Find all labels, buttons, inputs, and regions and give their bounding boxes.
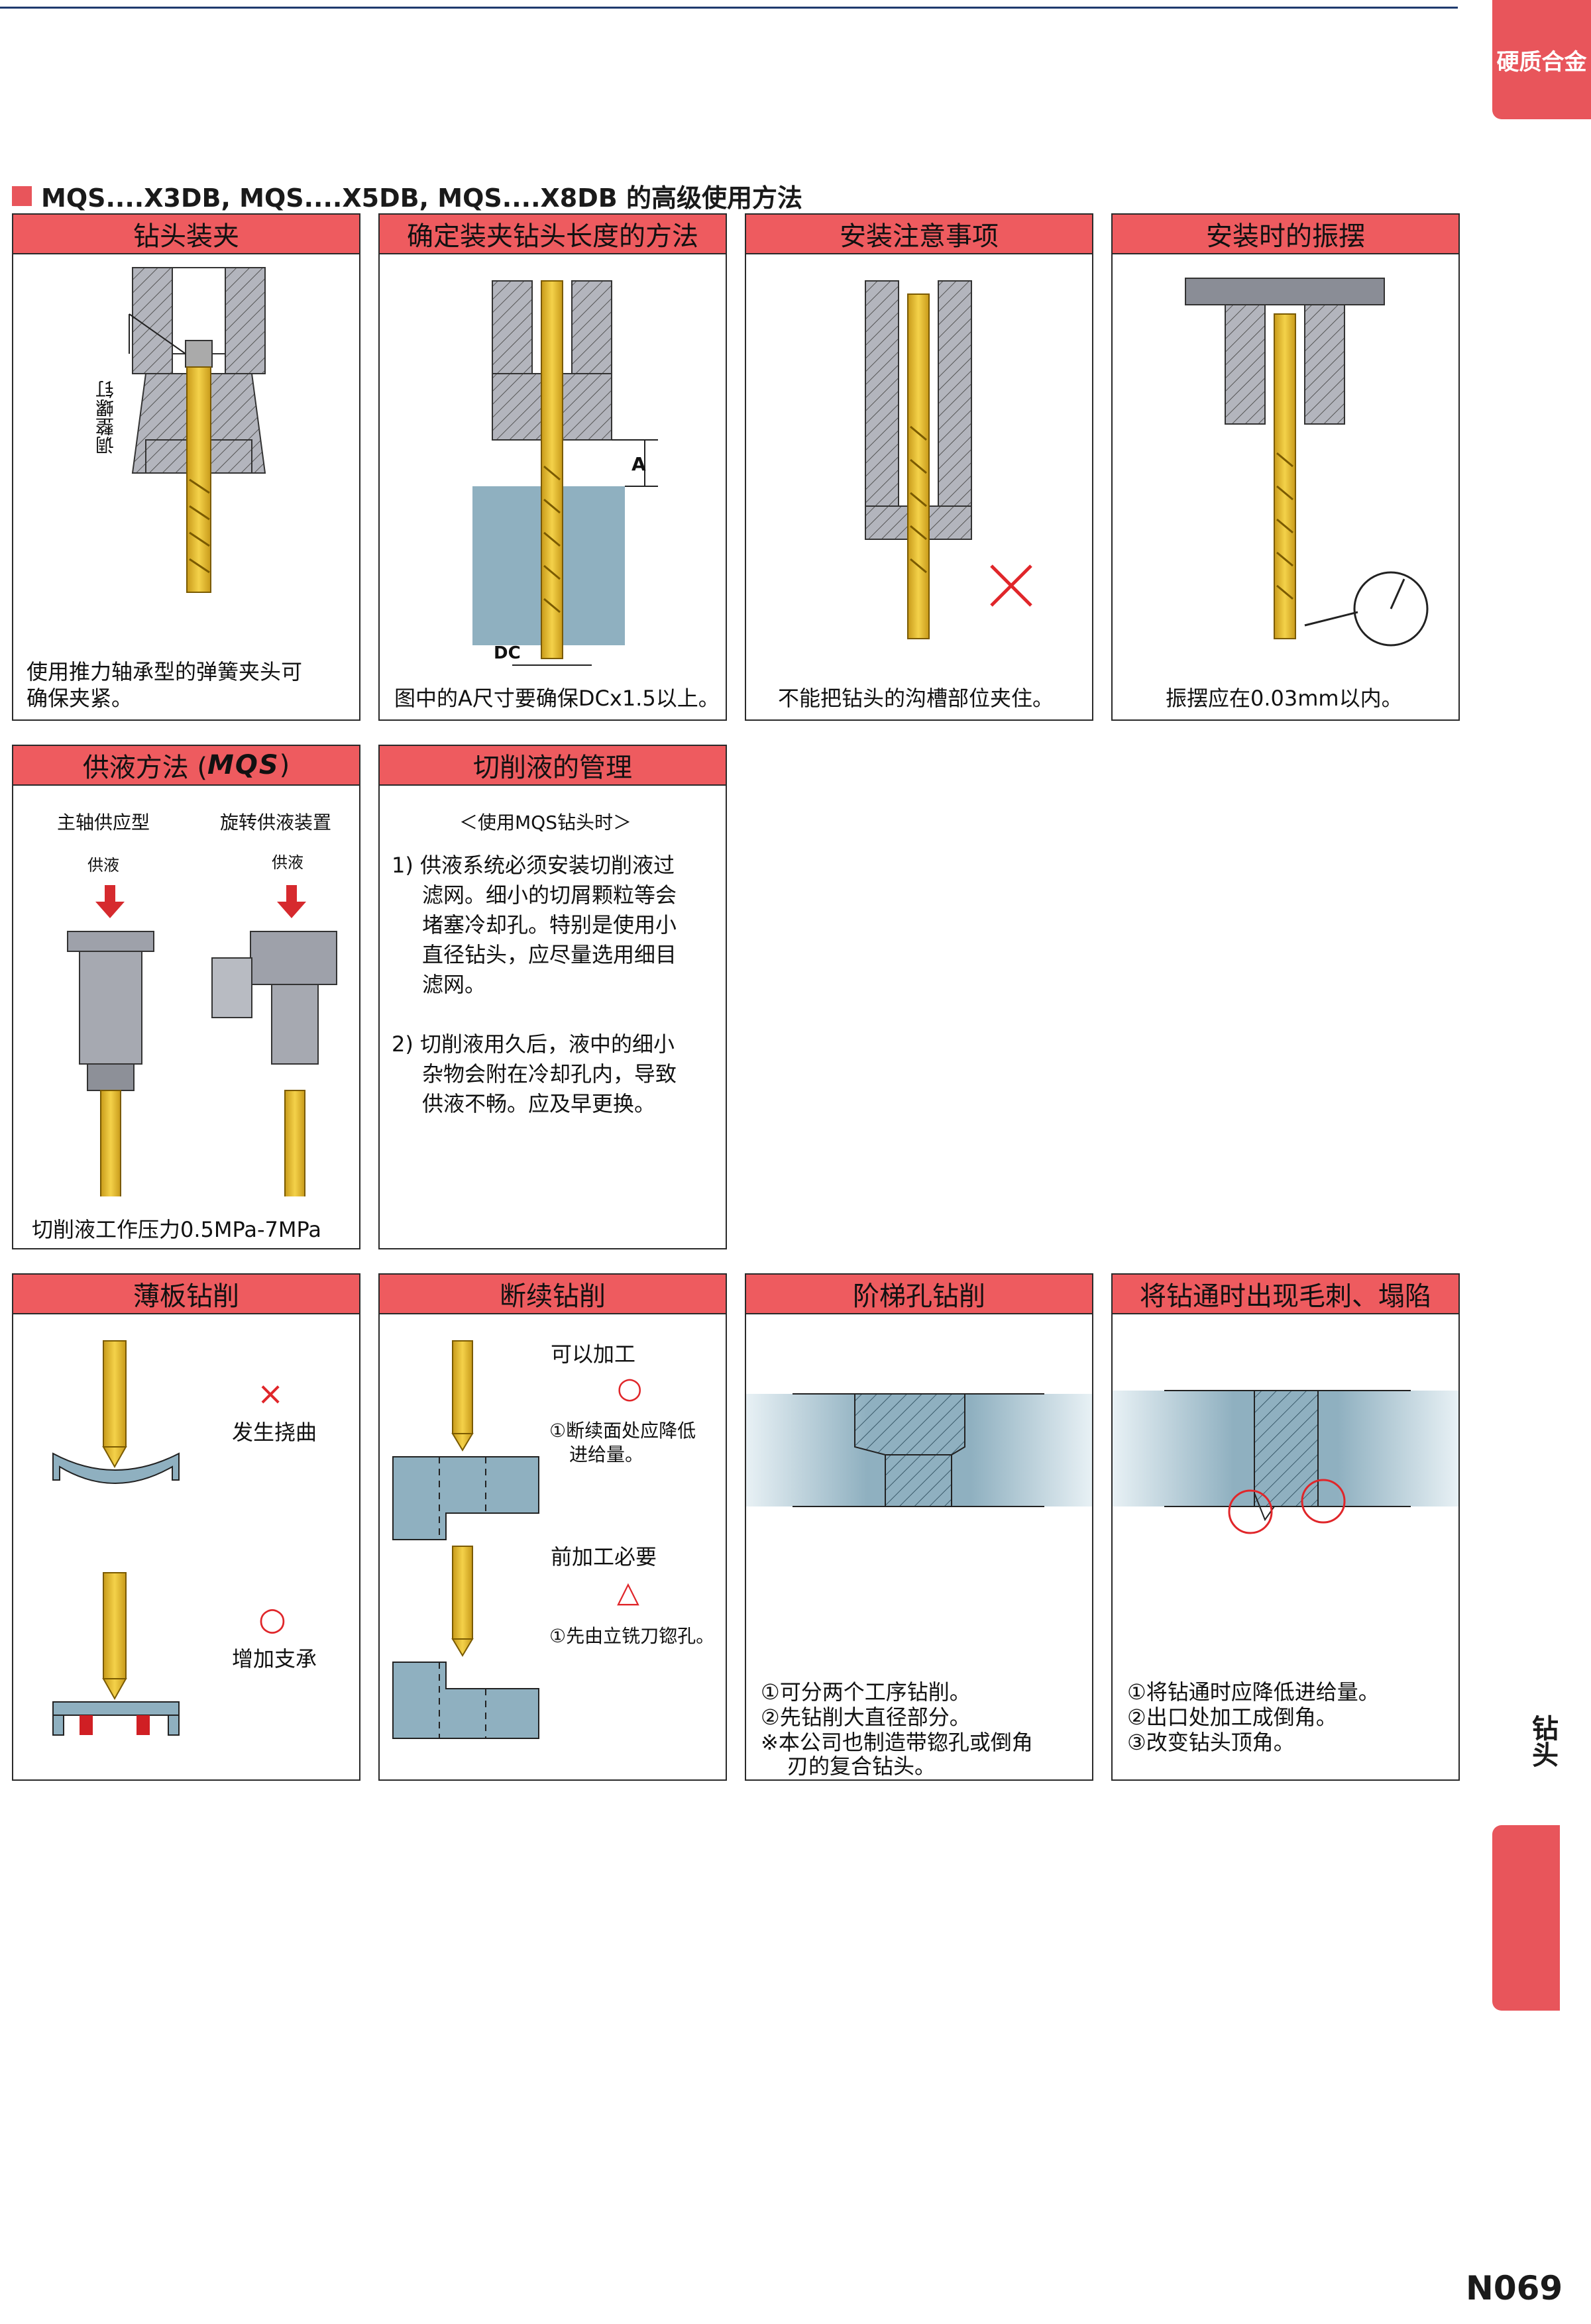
note-2: ②出口处加工成倒角。 [1127,1705,1337,1730]
runout-diagram [1185,278,1429,647]
step-hole-diagram [746,1393,1092,1507]
panel-title: 安装注意事项 [746,215,1092,254]
panel-title: 将钻通时出现毛刺、塌陷 [1113,1275,1458,1314]
panel-clamp-length: 确定装夹钻头长度的方法 A DC 图中的A尺寸要确保DCx1.5以上。 [378,213,727,721]
caption-line-2: 确保夹紧。 [27,686,133,711]
section-title-text: MQS....X3DB, MQS....X5DB, MQS....X8DB 的高… [41,184,802,213]
supply-label-left: 供液 [87,856,119,874]
supply-arrow-right-icon [277,885,306,918]
section-title: MQS....X3DB, MQS....X5DB, MQS....X8DB 的高… [12,178,802,214]
item2-line-2: 杂物会附在冷却孔内，导致 [422,1061,677,1086]
subtitle: ＜使用MQS钻头时＞ [459,812,631,833]
panel-drill-clamping: 钻头装夹 调整螺钉 使用推力轴承型的弹簧夹头可 确保夹紧。 [12,213,360,721]
section-tab[interactable] [1492,1825,1560,2011]
panel-install-notes: 安装注意事项 不能把钻头的沟槽部位夹住。 [745,213,1093,721]
ok-note-2: 进给量。 [569,1444,644,1465]
panel-title: 确定装夹钻头长度的方法 [380,215,726,254]
thin-plate-diagram [52,1340,180,1736]
pre-note: ①先由立铣刀锪孔。 [549,1625,715,1647]
panel-interrupted: 断续钻削 可以加工 ○ ①断续面处应降低 进给量。 前加工必要 △ ①先由立铣刀… [378,1273,727,1781]
panel-title: 切削液的管理 [380,746,726,786]
item1-line-1: 1) 供液系统必须安装切削液过 [392,853,675,878]
section-tab-label: 钻头 [1527,1715,1558,1768]
mqs-logo: MQS [207,750,280,780]
title-square-icon [12,185,32,206]
top-rule [0,7,1458,9]
panel-runout: 安装时的振摆 振摆应在0.03mm以内。 [1111,213,1460,721]
note-1: ①将钻通时应降低进给量。 [1127,1679,1380,1705]
caption: 切削液工作压力0.5MPa-7MPa [32,1217,321,1242]
note-3: ③改变钻头顶角。 [1127,1730,1295,1755]
panel-title: 钻头装夹 [13,215,359,254]
panel-title: 断续钻削 [380,1275,726,1314]
note-support: 增加支承 [232,1646,317,1671]
install-warning-diagram [865,280,1032,639]
collet-chuck-diagram [129,267,266,593]
item1-line-4: 直径钻头，应尽量选用细目 [422,942,677,967]
title-suffix: ) [279,750,290,780]
section-tab-bg [1492,1700,1591,1826]
adjust-screw-label: 调整螺钉 [95,380,117,454]
page-number: N069 [1466,2269,1563,2307]
panel-coolant-management: 切削液的管理 ＜使用MQS钻头时＞ 1) 供液系统必须安装切削液过 滤网。细小的… [378,745,727,1249]
supply-arrow-left-icon [95,885,125,918]
interrupted-drilling-diagram [392,1340,539,1739]
supply-label-right: 供液 [272,853,303,872]
label-rotary-device: 旋转供液装置 [220,812,332,833]
note-2: ②先钻削大直径部分。 [761,1705,971,1730]
panel-burr: 将钻通时出现毛刺、塌陷 ①将钻通时应降低进给量。 ②出口处加工成倒角。 ③改变钻… [1111,1273,1460,1781]
pre-label: 前加工必要 [551,1544,657,1569]
panel-coolant-supply: 供液方法 (MQS) 主轴供应型 旋转供液装置 供液 供液 切削液工作压力0.5… [12,745,360,1249]
clamp-length-diagram: A DC [472,280,658,666]
ok-label: 可以加工 [551,1342,636,1367]
note-deflection: 发生挠曲 [232,1420,317,1445]
title-prefix: 供液方法 ( [82,753,208,783]
burr-diagram [1113,1390,1458,1534]
circle-mark-icon: ○ [617,1371,643,1405]
panel-title: 安装时的振摆 [1113,215,1458,254]
note-4: 刃的复合钻头。 [787,1754,936,1779]
panel-title: 供液方法 (MQS) [13,746,359,786]
dim-a-text: A [631,453,646,475]
x-mark-icon: × [257,1375,284,1412]
caption: 振摆应在0.03mm以内。 [1166,686,1403,711]
coolant-supply-diagram [67,885,337,1196]
dim-dc-text: DC [494,643,521,663]
item1-line-2: 滤网。细小的切屑颗粒等会 [422,882,677,908]
burr-circle-right-icon [1301,1479,1346,1524]
caption-line-1: 使用推力轴承型的弹簧夹头可 [27,659,303,684]
circle-mark-icon: ○ [258,1601,286,1638]
triangle-mark-icon: △ [617,1575,639,1609]
burr-circle-left-icon [1228,1489,1273,1534]
panel-thin-plate: 薄板钻削 × 发生挠曲 ○ 增加支承 [12,1273,360,1781]
caption: 不能把钻头的沟槽部位夹住。 [778,686,1054,711]
item2-line-1: 2) 切削液用久后，液中的细小 [392,1031,675,1057]
note-1: ①可分两个工序钻削。 [761,1679,971,1705]
ok-note-1: ①断续面处应降低 [549,1420,696,1442]
label-spindle-type: 主轴供应型 [57,812,150,833]
item1-line-3: 堵塞冷却孔。特别是使用小 [422,912,677,937]
caption: 图中的A尺寸要确保DCx1.5以上。 [394,686,720,711]
note-3: ※本公司也制造带锪孔或倒角 [761,1730,1033,1755]
item2-line-3: 供液不畅。应及早更换。 [422,1091,656,1116]
panel-title: 薄板钻削 [13,1275,359,1314]
category-tab[interactable]: 硬质合金 [1492,0,1591,119]
panel-step-hole: 阶梯孔钻削 ①可分两个工序钻削。 ②先钻削大直径部分。 ※本公司也制造带锪孔或倒… [745,1273,1093,1781]
item1-line-5: 滤网。 [422,972,486,997]
panel-title: 阶梯孔钻削 [746,1275,1092,1314]
x-mark-icon [990,564,1032,607]
